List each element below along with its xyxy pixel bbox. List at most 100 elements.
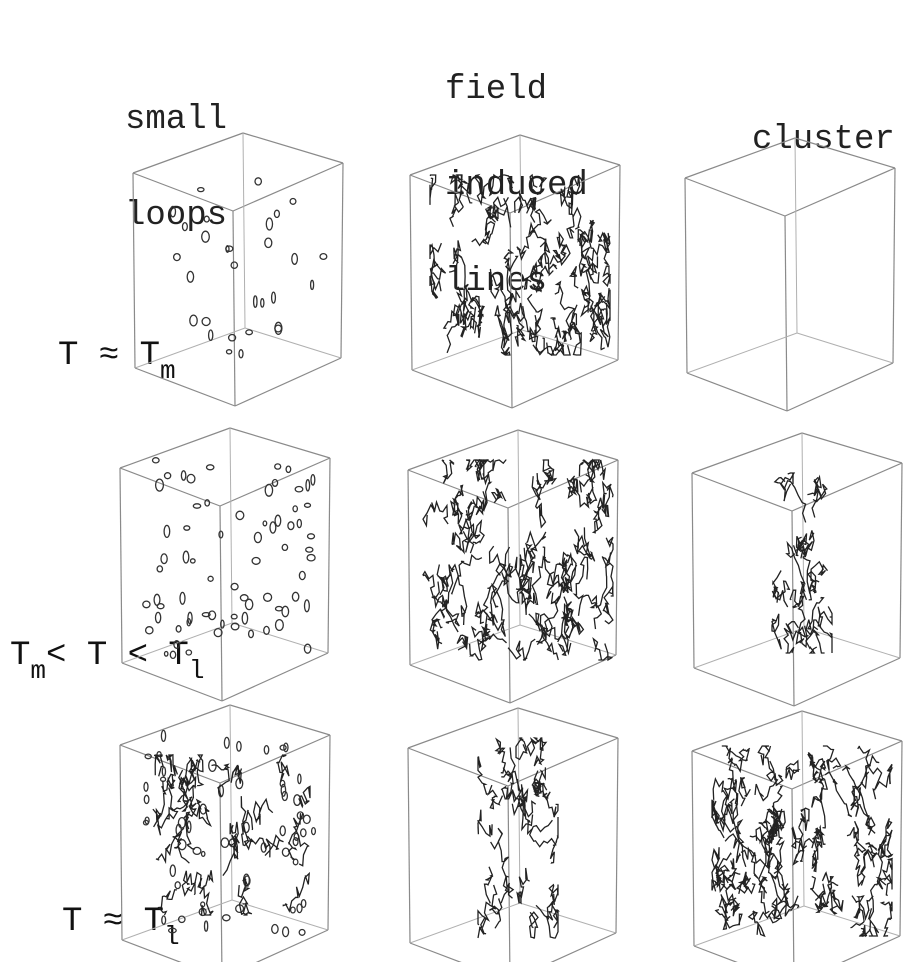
vortex-line xyxy=(771,613,782,650)
vortex-line xyxy=(566,206,582,239)
small-loop xyxy=(281,605,290,618)
vortex-line xyxy=(558,551,578,583)
vortex-line xyxy=(750,839,771,879)
small-loop xyxy=(213,627,223,638)
small-loop xyxy=(235,510,245,521)
cube-edge xyxy=(691,472,695,669)
vortex-line xyxy=(222,821,239,876)
vortex-line xyxy=(560,567,573,593)
vortex-line xyxy=(876,844,894,890)
header-line: cluster xyxy=(752,121,895,159)
cube-edge xyxy=(519,134,621,166)
small-loop xyxy=(245,329,254,336)
cube-edge xyxy=(242,132,344,164)
vortex-line xyxy=(482,562,507,612)
small-loop xyxy=(174,881,181,890)
small-loop xyxy=(299,828,307,838)
vortex-line xyxy=(568,304,580,336)
small-loop xyxy=(289,197,297,205)
vortex-line xyxy=(514,324,527,347)
cube-edge xyxy=(899,462,903,659)
cube-edge xyxy=(132,172,234,212)
cube-edge xyxy=(119,467,221,507)
row-label-main: T ≈ T xyxy=(62,903,165,941)
small-loop xyxy=(186,270,195,283)
vortex-line xyxy=(448,240,462,273)
vortex-line xyxy=(477,756,490,795)
vortex-line xyxy=(474,600,488,638)
small-loop xyxy=(296,903,303,914)
vortex-line xyxy=(165,753,179,777)
vortex-line xyxy=(422,499,449,528)
vortex-line xyxy=(456,286,477,331)
vortex-line xyxy=(456,634,469,651)
small-loop xyxy=(163,650,169,657)
cube-1-2 xyxy=(409,134,621,409)
cube-edge xyxy=(550,932,617,962)
vortex-line xyxy=(298,785,311,809)
row-label-sub: m xyxy=(30,656,47,686)
vortex-line xyxy=(526,293,543,336)
cube-edge xyxy=(232,210,236,407)
small-loop xyxy=(285,465,292,474)
cube-edge xyxy=(134,367,236,407)
cube-edge xyxy=(231,622,329,654)
vortex-line xyxy=(494,737,507,774)
vortex-line xyxy=(785,540,808,601)
small-loop xyxy=(310,473,316,486)
cube-edge xyxy=(801,710,805,907)
vortex-line xyxy=(570,312,582,356)
vortex-line xyxy=(180,775,197,812)
cube-edge xyxy=(409,174,413,371)
vortex-line xyxy=(805,596,825,636)
small-loop xyxy=(281,847,290,857)
vortex-line xyxy=(484,205,494,239)
vortex-line xyxy=(503,248,519,272)
vortex-line xyxy=(264,834,284,858)
vortex-line xyxy=(773,476,807,523)
cube-edge xyxy=(231,899,329,931)
small-loop xyxy=(177,816,187,829)
vortex-line xyxy=(451,531,468,555)
vortex-line xyxy=(195,798,212,828)
cube-edge xyxy=(119,467,123,664)
small-loop xyxy=(186,820,192,834)
vortex-line xyxy=(549,231,566,265)
small-loop xyxy=(239,594,249,602)
small-loop xyxy=(306,533,316,540)
vortex-line xyxy=(766,785,784,820)
vortex-line xyxy=(488,268,503,300)
vortex-line xyxy=(474,173,489,207)
vortex-line xyxy=(431,608,446,629)
vortex-line xyxy=(525,577,537,610)
cube-edge xyxy=(693,667,795,707)
cube-edge xyxy=(229,704,233,901)
vortex-line xyxy=(476,809,493,838)
cube-edge xyxy=(684,177,786,217)
vortex-line xyxy=(850,895,865,929)
cube-edge xyxy=(841,935,901,962)
cube-edge xyxy=(407,469,509,509)
vortex-line xyxy=(190,754,205,787)
vortex-line xyxy=(522,531,547,577)
cube-edge xyxy=(409,134,521,176)
vortex-line xyxy=(464,523,475,554)
vortex-line xyxy=(522,261,538,290)
vortex-line xyxy=(531,473,548,501)
small-loop xyxy=(294,485,304,493)
vortex-line xyxy=(489,884,503,915)
small-loop xyxy=(310,826,317,836)
vortex-line xyxy=(459,309,477,338)
small-loop xyxy=(154,611,162,624)
vortex-line xyxy=(518,547,530,615)
small-loop xyxy=(207,575,214,582)
vortex-line xyxy=(429,619,443,650)
small-loop xyxy=(274,463,282,470)
vortex-line xyxy=(754,760,779,802)
vortex-line xyxy=(505,554,527,604)
small-loop xyxy=(154,478,165,492)
cube-edge xyxy=(691,432,803,474)
vortex-line xyxy=(770,861,791,903)
vortex-line xyxy=(505,770,524,799)
small-loop xyxy=(205,464,215,471)
